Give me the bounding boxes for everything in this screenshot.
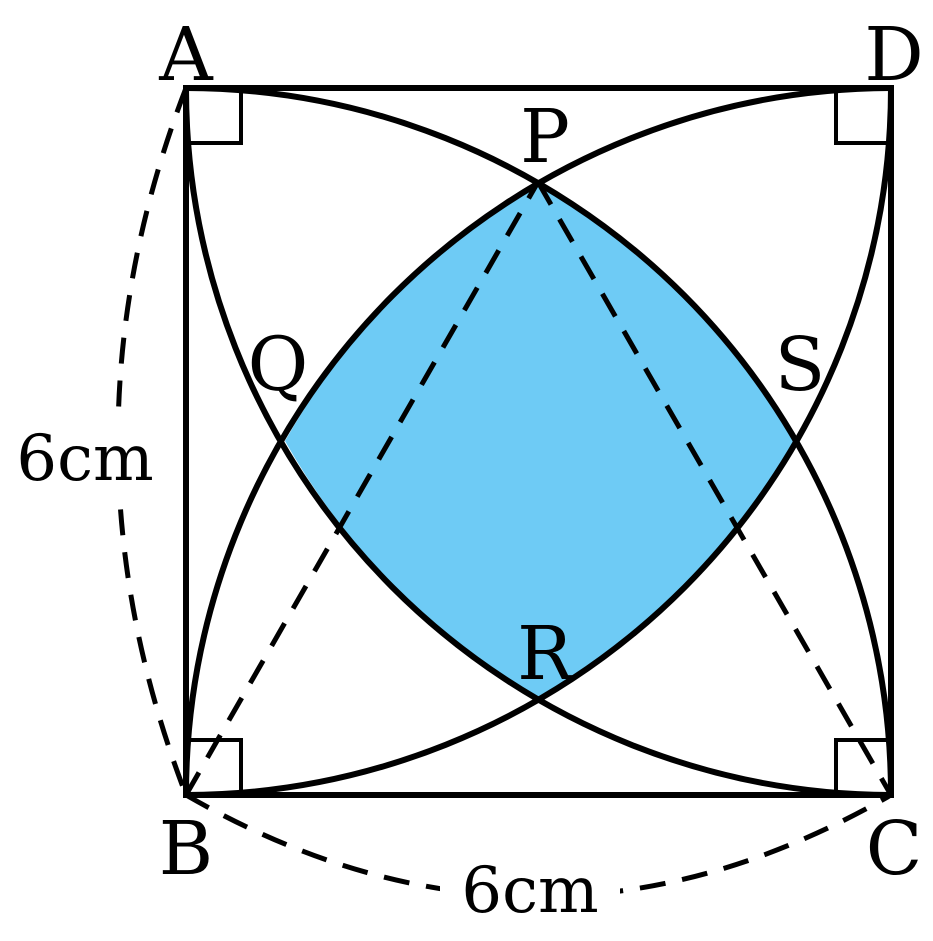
dimension-label-bottom-backing (440, 850, 620, 930)
arc-centered-c (183, 85, 892, 796)
arc-centered-d (183, 87, 892, 798)
square-abcd (183, 85, 894, 798)
right-angle-marker-d (834, 88, 891, 145)
dashed-line-bp (183, 180, 541, 797)
label-point-r: R (517, 611, 575, 697)
right-angle-marker-b (186, 738, 243, 795)
label-point-p: P (520, 94, 570, 180)
label-vertex-c: C (866, 806, 923, 892)
label-vertex-a: A (158, 12, 214, 98)
dimension-label-bottom: 6cm (461, 854, 598, 928)
shaded-region-pqrs (285, 182, 797, 700)
label-vertex-b: B (159, 806, 213, 892)
label-vertex-d: D (864, 12, 923, 98)
arc-centered-b (185, 85, 894, 796)
right-angle-marker-a (186, 88, 243, 145)
right-angle-marker-c (834, 738, 891, 795)
dimension-label-left: 6cm (16, 422, 153, 496)
dashed-line-pc (535, 180, 894, 797)
arc-centered-a (185, 87, 894, 798)
label-point-s: S (775, 322, 826, 408)
dimension-label-left-backing (0, 410, 170, 496)
label-point-q: Q (248, 322, 309, 408)
